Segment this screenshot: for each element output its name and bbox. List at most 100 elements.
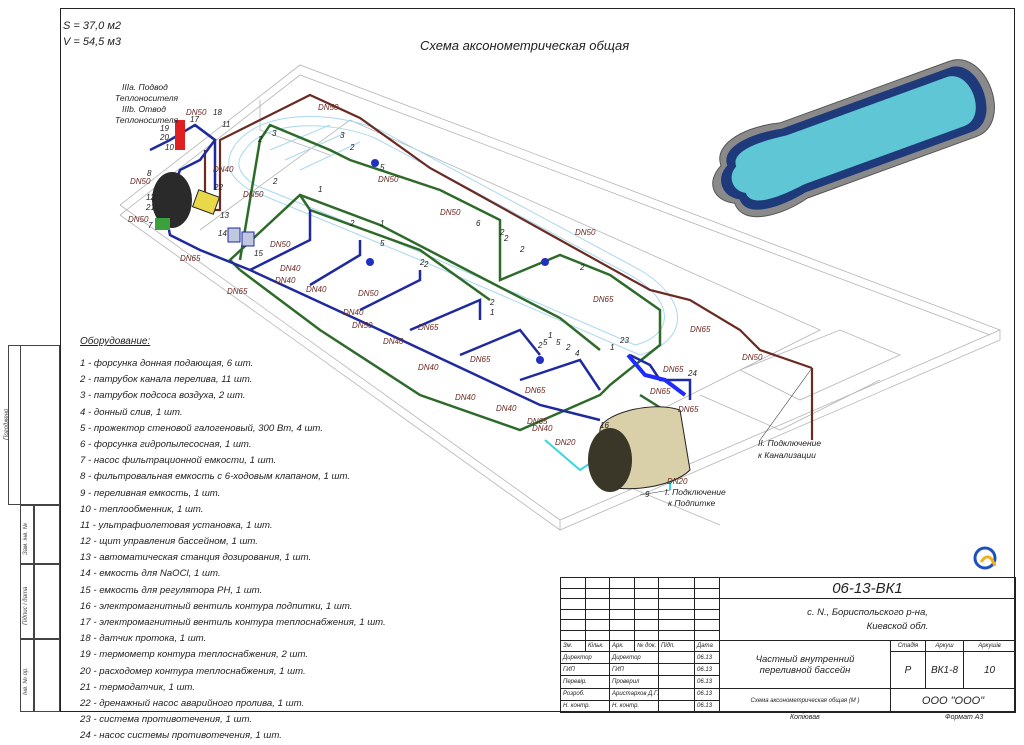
revision-cell xyxy=(610,630,635,641)
item-number: 11 xyxy=(222,120,230,129)
copied-label: Копіював xyxy=(790,714,820,721)
item-number: 2 xyxy=(349,143,355,152)
item-number: 15 xyxy=(254,249,263,258)
inventory-strip xyxy=(20,505,60,712)
item-number: 7 xyxy=(148,221,153,230)
item-number: 5 xyxy=(543,338,548,347)
revision-cell xyxy=(635,578,659,589)
revision-cell xyxy=(586,630,610,641)
pool-3d-render xyxy=(712,59,995,218)
signature-cell xyxy=(659,676,695,689)
drawing-title: Схема аксонометрическая общая xyxy=(420,38,630,53)
dn-label: DN50 xyxy=(352,321,373,330)
equipment-item: 7 - насос фильтрационной емкости, 1 шт. xyxy=(80,455,277,467)
signature-role: Директор xyxy=(561,652,610,665)
dn-label: DN40 xyxy=(275,276,296,285)
signature-name: ГИП xyxy=(610,664,659,677)
axonometric-diagram: DN50 DN50 DN50 DN50 DN50 DN65 DN65 DN50 … xyxy=(115,59,1002,570)
revision-cell xyxy=(659,620,695,631)
equipment-item: 22 - дренажный насос аварийного пролива,… xyxy=(80,697,305,709)
equipment-item: 20 - расходомер контура теплоснабжения, … xyxy=(80,665,306,677)
dn-label: DN65 xyxy=(593,295,614,304)
item-number: 2 xyxy=(257,135,263,144)
pump xyxy=(155,218,170,230)
heat-return-label-2: Теплоносителя xyxy=(115,115,179,125)
project-name-text: Частный внутренний переливной бассейн xyxy=(755,653,855,676)
item-number: 21 xyxy=(145,203,155,212)
pool-outline xyxy=(228,116,678,356)
revision-cell xyxy=(695,630,720,641)
signature-cell xyxy=(659,700,695,713)
item-number: 20 xyxy=(159,133,169,142)
title-block: 06-13-ВК1 с. N., Бориспольского р-на, Ки… xyxy=(560,577,1016,713)
dn-label: DN50 xyxy=(318,103,339,112)
item-number: 14 xyxy=(218,229,227,238)
sewer-connection-label-2: к Канализации xyxy=(758,450,816,460)
revision-cell xyxy=(610,599,635,610)
item-numbers: 19 20 10 17 18 11 8 12 21 7 22 13 14 15 … xyxy=(145,108,697,499)
item-number: 1 xyxy=(548,331,552,340)
revision-cell xyxy=(561,620,586,631)
equipment-item: 21 - термодатчик, 1 шт. xyxy=(80,681,195,693)
equipment-item: 14 - емкость для NaOCl, 1 шт. xyxy=(80,568,221,580)
item-number: 5 xyxy=(556,338,561,347)
signature-name: Н. контр. xyxy=(610,700,659,713)
revision-cell xyxy=(695,578,720,589)
item-number: 2 xyxy=(499,228,505,237)
address: с. N., Бориспольского р-на, Киевской обл… xyxy=(720,599,1016,641)
pool-volume: V = 54,5 м3 xyxy=(63,36,121,48)
revision-cell xyxy=(695,599,720,610)
dn-label: DN65 xyxy=(418,323,439,332)
revision-cell xyxy=(695,609,720,620)
signature-date: 06.13 xyxy=(695,652,720,665)
equipment-item: 13 - автоматическая станция дозирования,… xyxy=(80,552,312,564)
item-number: 12 xyxy=(146,193,155,202)
revision-cell xyxy=(610,588,635,599)
item-number: 2 xyxy=(489,298,495,307)
dosing-station xyxy=(191,189,221,215)
revision-cell xyxy=(561,599,586,610)
dn-label: DN50 xyxy=(358,289,379,298)
overflow-tank xyxy=(588,406,691,492)
signature-header: Підп. xyxy=(659,641,695,652)
sheets-header: Аркушів xyxy=(964,641,1016,652)
item-number: 2 xyxy=(537,341,543,350)
item-number: 17 xyxy=(190,115,199,124)
connection-callouts: IIIa. Подвод Теплоносителя IIIb. Отвод Т… xyxy=(115,82,821,508)
sheet-value: ВК1-8 xyxy=(926,652,964,689)
counterflow-system xyxy=(626,353,687,397)
dn-label: DN65 xyxy=(690,325,711,334)
equipment-item: 1 - форсунка донная подающая, 6 шт. xyxy=(80,358,254,369)
dn-label: DN40 xyxy=(496,404,517,413)
equipment-item: 10 - теплообменник, 1 шт. xyxy=(80,503,204,515)
revision-cell xyxy=(659,578,695,589)
dn-label: DN50 xyxy=(270,240,291,249)
leader-lines xyxy=(639,367,813,496)
dn-label: DN40 xyxy=(383,337,404,346)
brown-pipe-sewer xyxy=(203,93,814,440)
drawing-frame xyxy=(60,8,1015,712)
equipment-item: 17 - электромагнитный вентиль контура те… xyxy=(80,617,386,628)
equipment-heading: Оборудование: xyxy=(80,336,151,347)
dn-label: DN40 xyxy=(532,424,553,433)
item-number: 2 xyxy=(423,260,429,269)
equipment-item: 18 - датчик протока, 1 шт. xyxy=(80,633,207,645)
equipment-item: 16 - электромагнитный вентиль контура по… xyxy=(80,600,353,612)
item-number: 1 xyxy=(610,343,614,352)
dn-label: DN50 xyxy=(440,208,461,217)
item-number: 5 xyxy=(380,163,385,172)
item-number: 2 xyxy=(579,263,585,272)
heat-supply-label: IIIa. Подвод xyxy=(122,82,168,92)
signature-role: Перевір. xyxy=(561,676,610,689)
revision-cell xyxy=(659,609,695,620)
dn-label: DN50 xyxy=(130,177,151,186)
drawing-name: Схема аксонометрическая общая (М ) xyxy=(720,689,891,713)
signature-date: 06.13 xyxy=(695,664,720,677)
address-line-1: с. N., Бориспольского р-на, xyxy=(807,606,928,618)
item-number: 6 xyxy=(476,219,481,228)
dn-labels: DN50 DN50 DN50 DN50 DN50 DN65 DN65 DN50 … xyxy=(128,103,763,486)
revision-cell xyxy=(586,578,610,589)
dn-label: DN50 xyxy=(128,215,149,224)
drawing-code: 06-13-ВК1 xyxy=(720,578,1016,599)
signature-header: Арк. xyxy=(610,641,635,652)
